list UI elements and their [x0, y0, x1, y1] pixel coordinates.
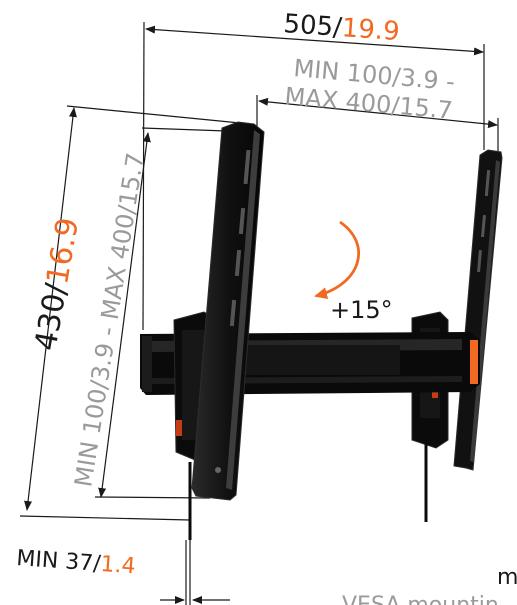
vesa-height-dimension-line	[98, 132, 151, 498]
tilt-angle-label: +15°	[330, 296, 393, 324]
vesa-width-dimension-line	[258, 97, 498, 129]
left-vertical-arm	[191, 121, 265, 501]
tilt-arrow	[314, 220, 360, 300]
height-label: 430/16.9	[28, 215, 86, 353]
height-dimension-line	[24, 107, 77, 511]
right-vertical-arm	[453, 149, 503, 471]
wall-distance-label: MIN 37/1.4	[16, 546, 137, 579]
dimension-labels: 505/19.9 MIN 100/3.9 - MAX 400/15.7 430/…	[16, 9, 517, 605]
cropped-caption-line1: m	[497, 565, 517, 590]
tilt-indicator	[314, 220, 360, 300]
width-dimension-line	[145, 25, 484, 56]
dimension-lines	[19, 21, 499, 605]
width-label: 505/19.9	[283, 9, 401, 47]
cropped-caption-line2: VESA mountin	[342, 593, 499, 605]
vesa-height-label: MIN 100/3.9 - MAX 400/15.7	[69, 151, 150, 489]
wall-mount-illustration	[140, 121, 503, 540]
